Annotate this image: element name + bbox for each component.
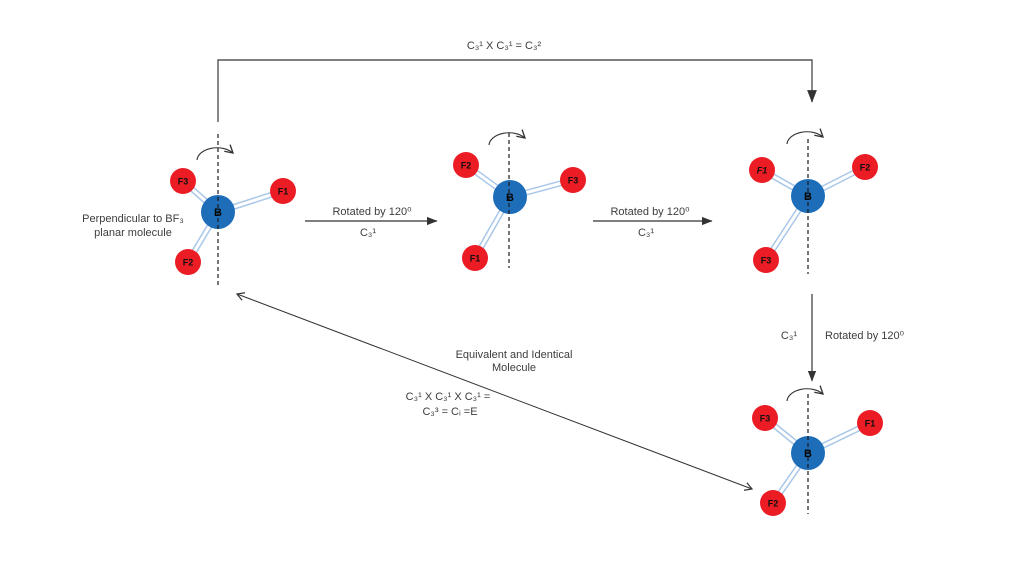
rotation-arrow-icon — [196, 144, 235, 161]
molecule-3: F1 F2 F3 B — [749, 128, 878, 274]
fluorine-atom — [760, 490, 786, 516]
composition-loop-arrow — [217, 59, 817, 122]
equivalence-label-line1: Equivalent and Identical — [456, 349, 573, 361]
atom-label: F3 — [568, 176, 579, 186]
step1-label: Rotated by 120⁰ — [332, 206, 412, 218]
step3-label: Rotated by 120⁰ — [825, 330, 905, 342]
boron-label: B — [804, 448, 812, 460]
atom-label: F3 — [760, 414, 771, 424]
atom-label: F1 — [470, 254, 481, 264]
atom-label: F1 — [865, 419, 876, 429]
fluorine-atom — [560, 167, 586, 193]
molecule-2: F2 F3 F1 B — [453, 129, 586, 271]
identity-formula-line2: C₃³ = Cᵢ =E — [422, 406, 477, 418]
atom-label: F1 — [278, 187, 289, 197]
left-caption-line2: planar molecule — [94, 227, 172, 239]
step3-operator: C₃¹ — [781, 330, 797, 342]
fluorine-atom — [270, 178, 296, 204]
fluorine-atom — [752, 405, 778, 431]
rotation-arrow-icon — [786, 128, 825, 145]
boron-atom — [493, 180, 527, 214]
atom-label: F1 — [757, 166, 768, 176]
boron-label: B — [214, 207, 222, 219]
atom-label: F2 — [461, 161, 472, 171]
fluorine-atom — [170, 168, 196, 194]
boron-label: B — [804, 191, 812, 203]
atom-label: F2 — [768, 499, 779, 509]
molecule-4: F3 F1 F2 B — [752, 385, 883, 516]
atom-label: F2 — [860, 163, 871, 173]
fluorine-atom — [462, 245, 488, 271]
fluorine-atom — [749, 157, 775, 183]
atom-label: F2 — [183, 258, 194, 268]
equivalence-label-line2: Molecule — [492, 362, 536, 374]
boron-label: B — [506, 192, 514, 204]
atom-label: F3 — [761, 256, 772, 266]
rotation-arrow-icon — [488, 129, 527, 146]
atom-label: F3 — [178, 177, 189, 187]
identity-formula-line1: C₃¹ X C₃¹ X C₃¹ = — [406, 391, 491, 403]
left-caption-line1: Perpendicular to BF₃ — [82, 213, 184, 225]
step2-operator: C₃¹ — [638, 227, 654, 239]
molecule-1: F3 F1 F2 B — [170, 134, 296, 287]
fluorine-atom — [852, 154, 878, 180]
fluorine-atom — [857, 410, 883, 436]
rotation-arrow-icon — [786, 385, 825, 402]
fluorine-atom — [453, 152, 479, 178]
fluorine-atom — [753, 247, 779, 273]
step1-operator: C₃¹ — [360, 227, 376, 239]
composition-loop-label: C₃¹ X C₃¹ = C₃² — [467, 40, 542, 52]
equivalence-arrow — [235, 292, 754, 491]
fluorine-atom — [175, 249, 201, 275]
step2-label: Rotated by 120⁰ — [610, 206, 690, 218]
